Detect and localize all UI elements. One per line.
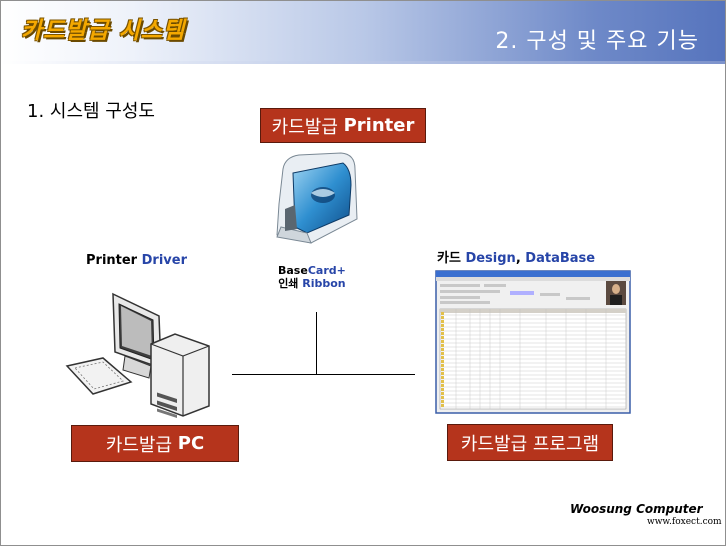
connector-vertical: [316, 312, 317, 375]
thumbnail-row-icon: [441, 320, 444, 323]
printer-box: 카드발급 Printer: [260, 108, 426, 143]
thumbnail-row-icon: [441, 340, 444, 343]
thumbnail-row-icon: [441, 332, 444, 335]
program-label: 카드 Design, DataBase: [437, 247, 595, 266]
driver-label: Printer Driver: [86, 253, 187, 268]
printer-box-bold: Printer: [343, 115, 415, 136]
subheading: 1. 시스템 구성도: [27, 101, 155, 122]
thumbnail-row-icon: [441, 344, 444, 347]
thumbnail-row-icon: [441, 388, 444, 391]
card-printer-icon: [276, 152, 358, 244]
thumbnail-row-icon: [441, 384, 444, 387]
thumbnail-row-icon: [441, 336, 444, 339]
program-box: 카드발급 프로그램: [447, 424, 613, 461]
printer-box-prefix: 카드발급: [271, 116, 344, 138]
thumbnail-row-icon: [441, 368, 444, 371]
program-label-c: ,: [515, 251, 526, 266]
section-title: 2. 구성 및 주요 기능: [495, 29, 699, 54]
thumbnail-row-icon: [441, 400, 444, 403]
thumbnail-row-icon: [441, 364, 444, 367]
caption-base: Base: [278, 264, 308, 277]
pc-box-bold: PC: [177, 433, 205, 454]
program-screenshot-thumbnail: [435, 270, 631, 414]
thumbnail-row-icon: [441, 352, 444, 355]
footer-brand: Woosung Computer: [570, 502, 703, 516]
caption-print: 인쇄: [278, 277, 303, 290]
thumbnail-row-icon: [441, 360, 444, 363]
program-label-d: DataBase: [525, 251, 596, 266]
system-title: 카드발급 시스템: [21, 18, 186, 44]
caption-card: Card+: [307, 264, 346, 277]
thumbnail-row-icon: [441, 324, 444, 327]
thumbnail-row-icon: [441, 348, 444, 351]
thumbnail-row-icon: [441, 404, 444, 407]
pc-box: 카드발급 PC: [71, 425, 239, 462]
thumbnail-row-icon: [441, 380, 444, 383]
pc-box-prefix: 카드발급: [105, 434, 178, 456]
connector-horizontal: [232, 374, 415, 375]
thumbnail-row-icon: [441, 392, 444, 395]
header-underline: [1, 61, 725, 64]
thumbnail-row-icon: [441, 372, 444, 375]
thumbnail-row-icon: [441, 356, 444, 359]
header-band: [1, 1, 725, 63]
thumbnail-row-icon: [441, 376, 444, 379]
program-label-b: Design: [465, 251, 516, 266]
desktop-pc-icon: [65, 292, 210, 419]
driver-label-b: Driver: [141, 253, 187, 268]
program-label-a: 카드: [437, 251, 466, 266]
footer-url: www.foxect.com: [647, 517, 722, 527]
printer-caption: BaseCard+ 인쇄 Ribbon: [278, 264, 346, 290]
thumbnail-row-icon: [441, 328, 444, 331]
thumbnail-row-icon: [441, 312, 444, 315]
thumbnail-row-icon: [441, 316, 444, 319]
driver-label-a: Printer: [86, 253, 142, 268]
thumbnail-row-icon: [441, 396, 444, 399]
caption-ribbon: Ribbon: [302, 277, 346, 290]
